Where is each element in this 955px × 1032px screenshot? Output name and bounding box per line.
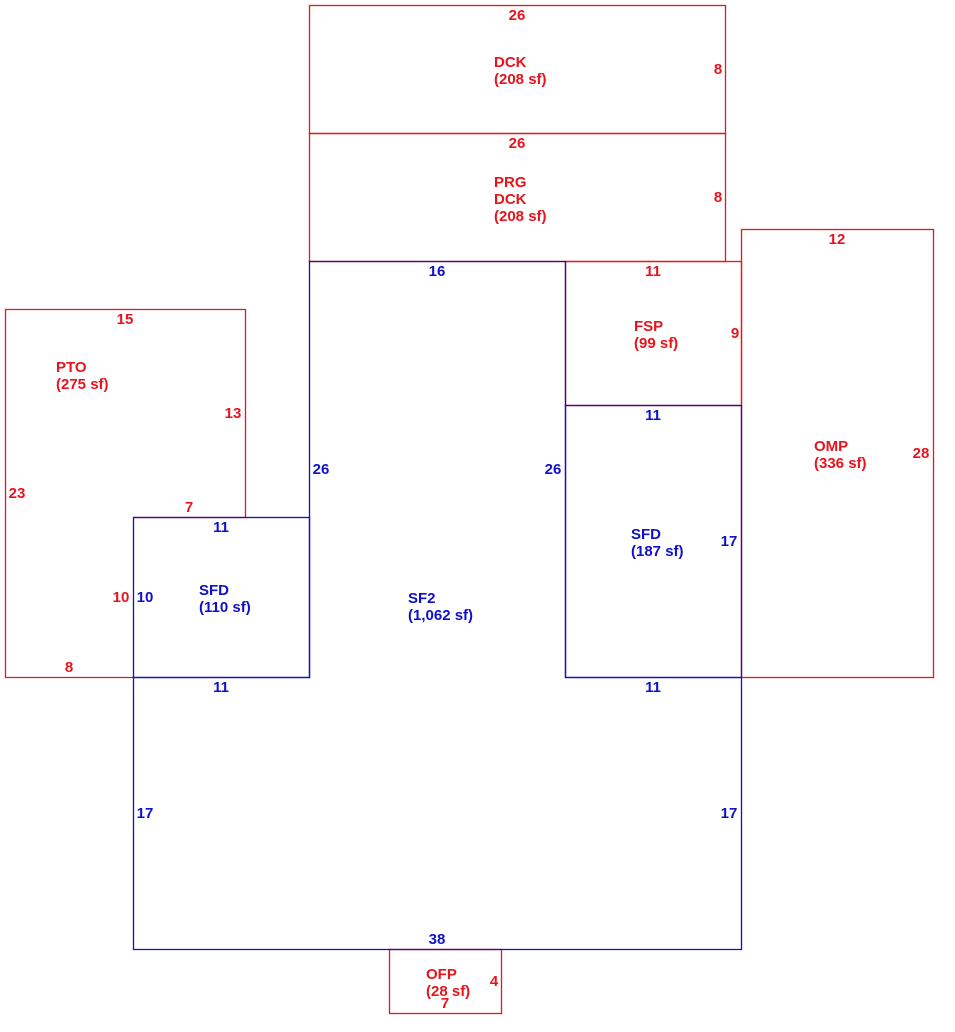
dim-fsp-top: 11	[645, 263, 661, 280]
dim-pto-bottom: 8	[65, 659, 73, 676]
sf2-code: SF2	[408, 590, 436, 607]
sfd-left-outline	[132, 516, 311, 679]
dim-main-bottom: 38	[429, 931, 446, 948]
dim-sfd-right-side: 17	[721, 533, 738, 550]
dim-omp-top: 12	[829, 231, 846, 248]
ofp-area: (28 sf)	[426, 983, 470, 1000]
dim-pto-left: 23	[9, 485, 26, 502]
dim-sf2-left: 26	[313, 461, 330, 478]
sfd-right-outline	[564, 404, 743, 679]
dim-sfd-left-top: 11	[213, 519, 229, 536]
dim-sf2-top: 16	[429, 263, 446, 280]
omp-code: OMP	[814, 438, 848, 455]
dim-ofp-bottom: 7	[441, 995, 449, 1012]
dim-sfd-right-top: 11	[645, 407, 661, 424]
dim-main-left: 17	[137, 805, 154, 822]
dim-sf2-right: 26	[545, 461, 562, 478]
sf2-area: (1,062 sf)	[408, 607, 473, 624]
dck-top-code: DCK	[494, 54, 527, 71]
prg-dck-code-1: PRG	[494, 174, 527, 191]
dim-pto-right: 13	[225, 405, 242, 422]
dim-fsp-right: 9	[731, 325, 739, 342]
dim-ofp-right: 4	[490, 973, 499, 990]
sfd-left-code: SFD	[199, 582, 229, 599]
pto-area: (275 sf)	[56, 376, 109, 393]
sfd-left-area: (110 sf)	[199, 599, 251, 616]
dim-pto-inner: 10	[113, 589, 130, 606]
dim-sfd-right-bottom: 11	[645, 679, 661, 696]
dim-sfd-left-side: 10	[137, 589, 154, 606]
dim-prg-dck-depth: 8	[714, 189, 722, 206]
dck-top-area: (208 sf)	[494, 71, 547, 88]
dim-pto-top: 15	[117, 311, 134, 328]
dim-prg-dck-width: 26	[509, 135, 526, 152]
omp-area: (336 sf)	[814, 455, 867, 472]
dim-sfd-left-bottom: 11	[213, 679, 229, 696]
dim-omp-right: 28	[913, 445, 930, 462]
dim-pto-step: 7	[185, 499, 193, 516]
sfd-right-code: SFD	[631, 526, 661, 543]
dim-dck-top-depth: 8	[714, 61, 722, 78]
dim-main-right: 17	[721, 805, 738, 822]
fsp-code: FSP	[634, 318, 663, 335]
pto-code: PTO	[56, 359, 87, 376]
prg-dck-area: (208 sf)	[494, 208, 547, 225]
prg-dck-code-2: DCK	[494, 191, 527, 208]
ofp-code: OFP	[426, 966, 457, 983]
fsp-area: (99 sf)	[634, 335, 678, 352]
dim-dck-top-width: 26	[509, 7, 526, 24]
sfd-right-area: (187 sf)	[631, 543, 684, 560]
pto-outline	[4, 308, 247, 679]
